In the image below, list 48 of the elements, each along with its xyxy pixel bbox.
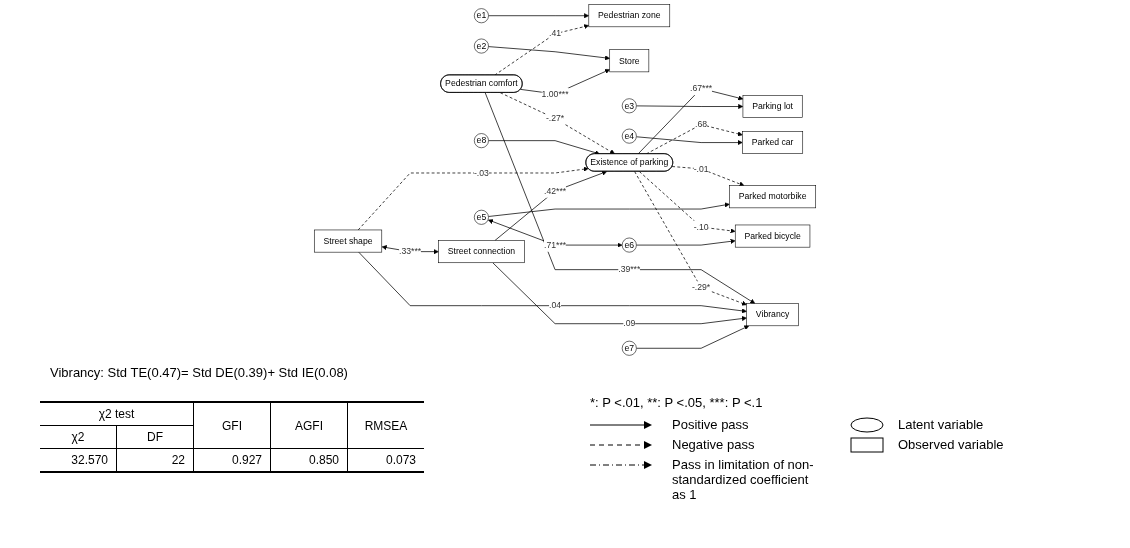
value-cell: 22 (116, 448, 194, 472)
edge-label: -.10 (693, 221, 709, 232)
edge-label: .04 (549, 300, 562, 311)
value-cell: 0.927 (193, 448, 271, 472)
edge-label: -.03 (473, 167, 489, 178)
node-box: Street shape (314, 229, 383, 253)
node-box: Parked car (742, 131, 804, 154)
node-box: Parking lot (742, 95, 803, 118)
header-cell: χ2 test (40, 402, 194, 426)
edge-label: 1.00*** (541, 88, 569, 99)
node-circle: e4 (621, 128, 637, 144)
edge-label: .39*** (618, 264, 641, 275)
node-circle: e3 (621, 98, 637, 114)
node-box: Parked bicycle (734, 224, 811, 248)
legend-text: Latent variable (898, 417, 984, 432)
node-circle: e8 (474, 133, 489, 149)
node-circle: e5 (474, 209, 489, 225)
header-cell: GFI (193, 402, 271, 449)
node-box: Vibrancy (746, 303, 799, 327)
node-box: Parked motorbike (729, 185, 816, 209)
significance-note: *: P <.01, **: P <.05, ***: P <.1 (590, 395, 763, 410)
node-box: Pedestrian zone (588, 4, 671, 28)
node-circle: e1 (474, 8, 489, 24)
value-cell: 0.850 (270, 448, 348, 472)
legend-text: Observed variable (898, 437, 1004, 452)
edge-label: .41 (549, 28, 562, 39)
formula-note: Vibrancy: Std TE(0.47)= Std DE(0.39)+ Std IE(0.08) (50, 365, 348, 380)
edge-label: .68 (695, 119, 708, 130)
edge-label: .67*** (690, 83, 713, 93)
edge-label: .09 (623, 318, 636, 329)
legend-text: Positive pass (672, 417, 749, 432)
header-cell: RMSEA (347, 402, 424, 449)
node-circle: e7 (621, 340, 637, 356)
edge-label: -.29* (691, 282, 711, 293)
header-cell: χ2 (40, 425, 117, 449)
node-circle: e2 (474, 38, 489, 54)
legend-text: Pass in limitation of non-standardized coefficient as 1 (672, 457, 815, 502)
edge-label: .71*** (544, 239, 567, 250)
node-box: Street connection (438, 240, 525, 264)
edge-label: .42*** (544, 185, 567, 196)
edge-label: -.27* (545, 113, 565, 123)
node-circle: e6 (621, 237, 637, 253)
legend-text: Negative pass (672, 437, 755, 452)
edge-label: -.01 (693, 163, 709, 174)
node-box: Store (609, 49, 650, 73)
edge-label: .33*** (399, 246, 422, 257)
value-cell: 32.570 (40, 448, 117, 472)
header-cell: AGFI (270, 402, 348, 449)
